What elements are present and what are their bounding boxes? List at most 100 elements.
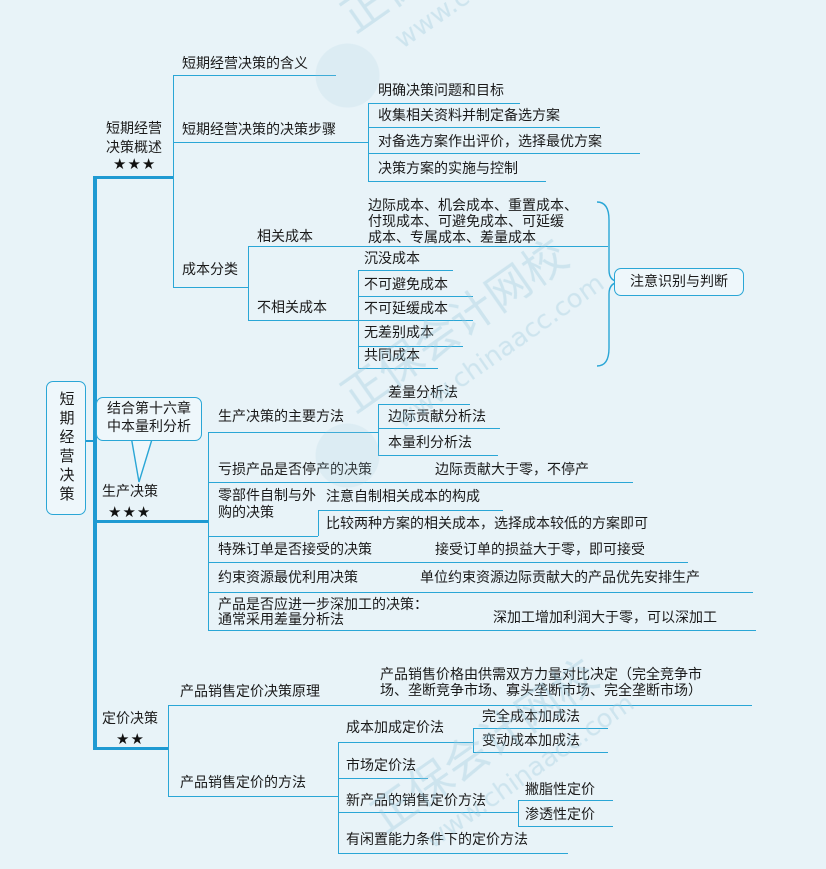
- connector: [248, 246, 250, 321]
- connector: [84, 440, 94, 442]
- connector: [93, 520, 208, 523]
- step-item: 对备选方案作出评价，选择最优方案: [378, 134, 602, 150]
- connector: [473, 752, 608, 754]
- irrelevant-cost-item: 不可避免成本: [364, 277, 448, 293]
- connector: [248, 246, 608, 248]
- special-order-decision: 特殊订单是否接受的决策: [218, 542, 372, 558]
- connector: [358, 296, 473, 298]
- loss-rule: 边际贡献大于零，不停产: [435, 462, 589, 478]
- connector: [368, 103, 520, 105]
- connector: [358, 270, 360, 368]
- connector: [93, 747, 168, 750]
- make-buy-note: 注意自制相关成本的构成: [326, 489, 480, 505]
- cost-plus-item: 完全成本加成法: [482, 709, 580, 725]
- pricing-principle: 产品销售定价决策原理: [180, 684, 320, 700]
- special-order-rule: 接受订单的损益大于零，即可接受: [435, 542, 645, 558]
- overview-stars: ★★★: [113, 155, 157, 173]
- connector: [368, 181, 546, 183]
- new-product-item: 撇脂性定价: [525, 782, 595, 798]
- connector: [168, 705, 170, 797]
- connector: [338, 742, 473, 744]
- connector: [208, 630, 756, 632]
- new-product-item: 渗透性定价: [525, 807, 595, 823]
- connector: [378, 404, 380, 456]
- note-box: 注意识别与判断: [614, 268, 744, 296]
- production-method-item: 边际贡献分析法: [388, 409, 486, 425]
- connector: [173, 75, 336, 77]
- production-methods-title: 生产决策的主要方法: [218, 409, 344, 425]
- market-pricing-method: 市场定价法: [346, 758, 416, 774]
- connector: [368, 127, 600, 129]
- step-item: 收集相关资料并制定备选方案: [378, 108, 560, 124]
- connector: [248, 320, 358, 322]
- connector: [208, 536, 318, 538]
- irrelevant-cost-item: 共同成本: [364, 348, 420, 364]
- connector: [208, 592, 753, 594]
- overview-steps-title: 短期经营决策的决策步骤: [182, 122, 336, 138]
- connector: [208, 562, 688, 564]
- connector: [338, 778, 428, 780]
- pricing-methods-title: 产品销售定价的方法: [180, 775, 306, 791]
- connector: [208, 432, 378, 434]
- further-processing-rule: 深加工增加利润大于零，可以深加工: [493, 610, 717, 626]
- overview-meaning: 短期经营决策的含义: [182, 56, 308, 72]
- connector: [358, 346, 463, 348]
- production-stars: ★★★: [108, 503, 152, 521]
- callout-pointer: [130, 436, 154, 483]
- connector: [93, 176, 173, 179]
- new-product-pricing: 新产品的销售定价方法: [346, 793, 486, 809]
- cost-class-title: 成本分类: [182, 262, 238, 278]
- production-title: 生产决策: [102, 484, 158, 500]
- connector: [358, 270, 453, 272]
- connector: [473, 728, 475, 753]
- pricing-principle-text: 场、垄断竞争市场、寡头垄断市场、完全垄断市场）: [380, 683, 702, 699]
- relevant-cost-list: 成本、专属成本、差量成本: [368, 230, 536, 246]
- constraint-rule: 单位约束资源边际贡献大的产品优先安排生产: [420, 570, 700, 586]
- make-buy-rule: 比较两种方案的相关成本，选择成本较低的方案即可: [326, 516, 648, 532]
- make-buy-decision: 零部件自制与外购的决策: [218, 488, 316, 521]
- connector: [168, 705, 752, 707]
- root-node: 短期经营决策: [46, 381, 86, 515]
- connector: [208, 432, 210, 630]
- relevant-cost-list: 付现成本、可避免成本、可延缓: [368, 214, 564, 230]
- connector: [173, 287, 248, 289]
- connector: [358, 320, 473, 322]
- connector: [338, 853, 568, 855]
- connector: [173, 142, 368, 144]
- connector: [473, 728, 608, 730]
- callout-box: 结合第十六章中本量利分析: [96, 397, 202, 441]
- connector: [518, 800, 613, 802]
- cost-plus-item: 变动成本加成法: [482, 733, 580, 749]
- pricing-stars: ★★: [116, 730, 145, 748]
- relevant-cost-title: 相关成本: [257, 229, 313, 245]
- irrelevant-cost-item: 不可延缓成本: [364, 301, 448, 317]
- pricing-title: 定价决策: [102, 711, 158, 727]
- connector: [358, 368, 438, 370]
- further-processing-decision: 产品是否应进一步深加工的决策：: [218, 597, 428, 613]
- further-processing-method: 通常采用差量分析法: [218, 612, 344, 628]
- connector: [318, 510, 503, 512]
- constraint-decision: 约束资源最优利用决策: [218, 570, 358, 586]
- pricing-principle-text: 产品销售价格由供需双方力量对比决定（完全竞争市: [380, 667, 702, 683]
- trunk-line: [93, 176, 97, 749]
- idle-capacity-pricing: 有闲置能力条件下的定价方法: [346, 832, 528, 848]
- loss-decision: 亏损产品是否停产的决策: [218, 462, 372, 478]
- root-label: 短期经营决策: [57, 391, 76, 505]
- step-item: 决策方案的实施与控制: [378, 161, 518, 177]
- irrelevant-cost-item: 无差别成本: [364, 325, 434, 341]
- connector: [378, 404, 470, 406]
- irrelevant-cost-title: 不相关成本: [257, 300, 327, 316]
- connector: [378, 455, 498, 457]
- connector: [208, 482, 633, 484]
- connector: [338, 812, 518, 814]
- production-method-item: 本量利分析法: [388, 435, 472, 451]
- connector: [518, 800, 520, 827]
- production-method-item: 差量分析法: [388, 385, 458, 401]
- connector: [368, 153, 640, 155]
- connector: [318, 510, 320, 536]
- connector: [173, 75, 175, 288]
- connector: [378, 428, 500, 430]
- overview-title: 短期经营决策概述: [106, 121, 162, 156]
- step-item: 明确决策问题和目标: [378, 83, 504, 99]
